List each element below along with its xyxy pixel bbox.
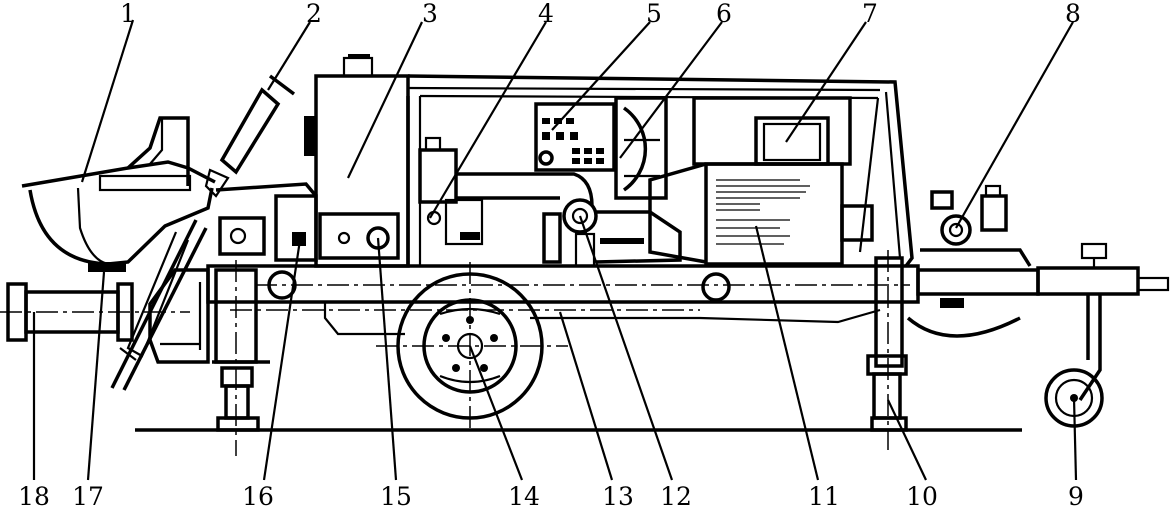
main-pump: [418, 136, 594, 246]
pressure-gauge: [920, 184, 1032, 267]
cooling-fan: [614, 96, 668, 200]
label-8: 8: [1065, 0, 1081, 28]
pump-coupling: [542, 198, 682, 268]
label-11: 11: [808, 482, 840, 508]
label-12: 12: [660, 482, 692, 508]
boom-cylinder: [110, 74, 296, 391]
label-16: 16: [242, 482, 274, 508]
label-10: 10: [906, 482, 938, 508]
label-7: 7: [862, 0, 878, 28]
label-1: 1: [120, 0, 136, 28]
label-2: 2: [306, 0, 322, 28]
label-17: 17: [72, 482, 104, 508]
valve-block: [215, 182, 318, 262]
road-wheel: [376, 262, 568, 432]
rear-outrigger: [866, 250, 908, 450]
label-3: 3: [422, 0, 438, 28]
label-6: 6: [716, 0, 732, 28]
callout-labels: 1 2 3 4 5 6 7 8 9 10 11 12 13 14 15 16 1…: [18, 0, 1084, 508]
label-4: 4: [538, 0, 554, 28]
leader-lines: [32, 19, 1078, 481]
enclosure-frame: [406, 74, 914, 268]
electric-cabinet: [692, 96, 852, 166]
label-9: 9: [1068, 482, 1084, 508]
label-13: 13: [602, 482, 634, 508]
label-14: 14: [508, 482, 540, 508]
label-18: 18: [18, 482, 50, 508]
control-panel: [534, 102, 616, 172]
tow-bar: [906, 242, 1170, 338]
label-15: 15: [380, 482, 412, 508]
hopper: [21, 116, 216, 272]
s-valve-housing: [148, 268, 210, 364]
label-5: 5: [646, 0, 662, 28]
outlet-pipe: [0, 282, 190, 342]
front-outrigger: [212, 260, 270, 456]
